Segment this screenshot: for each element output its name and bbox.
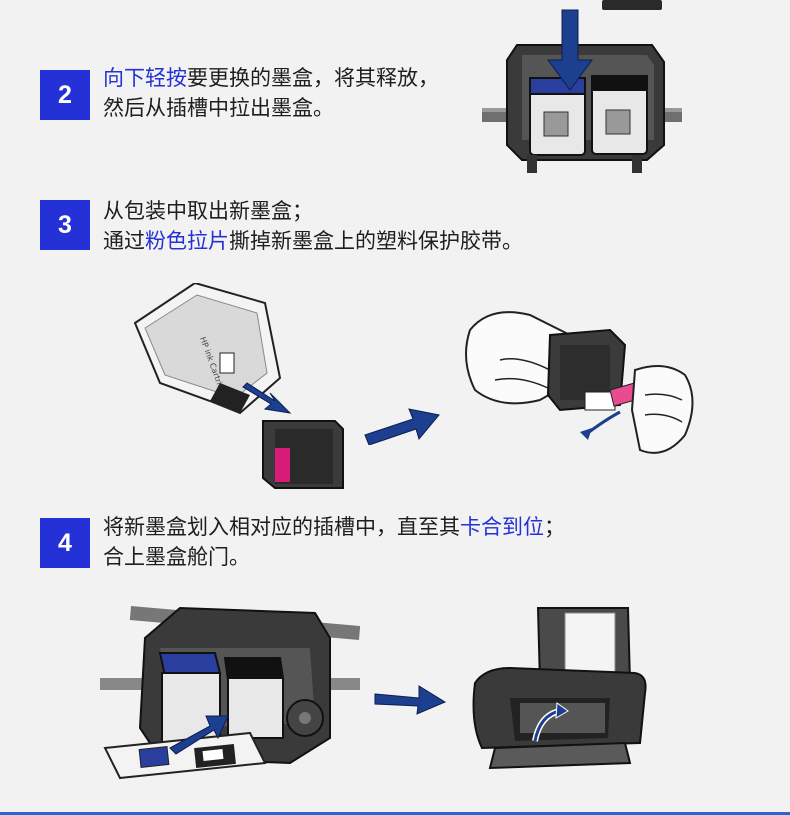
- step-3-line-2-pre: 通过: [103, 229, 145, 253]
- step-2-text: 向下轻按要更换的墨盒，将其释放， 然后从插槽中拉出墨盒。: [103, 63, 439, 123]
- step-4-right-arrow-icon: [374, 685, 447, 715]
- step-4-line-1-post: ；: [544, 515, 565, 539]
- step-4-line-1: 将新墨盒划入相对应的插槽中，直至其卡合到位；: [103, 512, 565, 542]
- step-2-line-2: 然后从插槽中拉出墨盒。: [103, 96, 334, 120]
- step-4-highlight: 卡合到位: [460, 515, 544, 539]
- step-4-line-2: 合上墨盒舱门。: [103, 545, 250, 569]
- step-2-highlight: 向下轻按: [103, 66, 187, 90]
- step-3-line-2: 通过粉色拉片撕掉新墨盒上的塑料保护胶带。: [103, 226, 523, 256]
- step-3-line-1: 从包装中取出新墨盒；: [103, 199, 313, 223]
- bottom-accent-bar: [0, 812, 790, 815]
- step-3-line-2-post: 撕掉新墨盒上的塑料保护胶带。: [229, 229, 523, 253]
- step-4-line-1-pre: 将新墨盒划入相对应的插槽中，直至其: [103, 515, 460, 539]
- step-3-text: 从包装中取出新墨盒； 通过粉色拉片撕掉新墨盒上的塑料保护胶带。: [103, 196, 523, 256]
- step-2-line-1: 向下轻按要更换的墨盒，将其释放，: [103, 63, 439, 93]
- insert-cartridge-illustration: [100, 606, 360, 780]
- printer-closed-illustration: [472, 607, 647, 770]
- step-3-highlight: 粉色拉片: [145, 229, 229, 253]
- step-2-line-1-rest: 要更换的墨盒，将其释放，: [187, 66, 439, 90]
- step-3-right-arrow-icon: [364, 408, 440, 445]
- peel-tape-illustration: [465, 311, 694, 454]
- unpack-cartridge-illustration: HP ink Cartridge: [133, 283, 344, 489]
- step-3-badge: 3: [40, 200, 90, 250]
- step-2-badge: 2: [40, 70, 90, 120]
- step-4-text: 将新墨盒划入相对应的插槽中，直至其卡合到位； 合上墨盒舱门。: [103, 512, 565, 572]
- step-4-badge: 4: [40, 518, 90, 568]
- carriage-press-illustration: [482, 0, 682, 173]
